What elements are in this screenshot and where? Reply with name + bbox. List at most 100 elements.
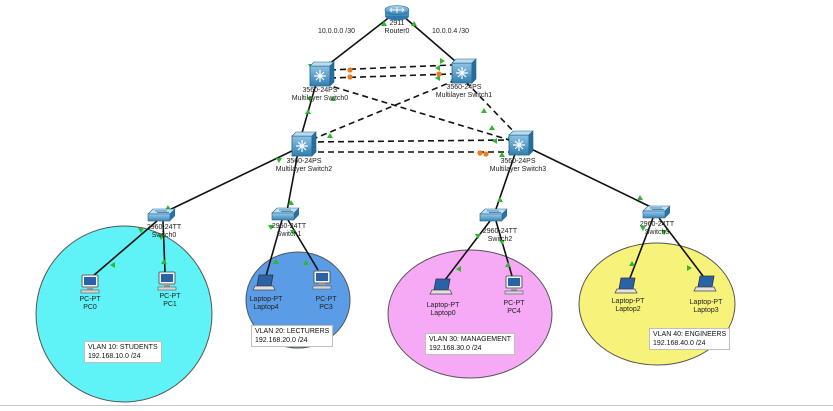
link-up-marker bbox=[492, 138, 497, 144]
link-up-marker bbox=[629, 261, 635, 266]
laptop3-icon bbox=[693, 275, 717, 292]
vlan-students-subnet: 192.168.10.0 /24 bbox=[88, 353, 141, 360]
link-up-marker bbox=[138, 228, 144, 233]
switch0-icon bbox=[147, 208, 176, 222]
link-up-marker bbox=[640, 226, 646, 231]
vlan-management-name: VLAN 30: MANAGEMENT bbox=[429, 336, 512, 343]
mls3-model: 3560-24PS bbox=[500, 158, 536, 165]
vlan-lecturers-subnet: 192.168.20.0 /24 bbox=[255, 337, 308, 344]
vlan-students-name: VLAN 10: STUDENTS bbox=[88, 344, 158, 351]
link-blocked-marker bbox=[347, 67, 353, 73]
multilayer-switch0-icon bbox=[309, 61, 335, 87]
laptop3-model: Laptop-PT bbox=[689, 299, 723, 306]
mls0-label: 3560-24PS Multilayer Switch0 bbox=[280, 87, 360, 103]
pc1-icon bbox=[157, 271, 177, 291]
switch3-label: 2960-24TT Switch3 bbox=[627, 221, 687, 237]
laptop0-model: Laptop-PT bbox=[426, 302, 460, 309]
laptop4-icon bbox=[252, 274, 276, 291]
router0-icon bbox=[384, 5, 410, 21]
link-up-marker bbox=[307, 97, 313, 102]
vlan-engineers-note: VLAN 40: ENGINEERS 192.168.40.0 /24 bbox=[649, 328, 731, 350]
canvas-bottom-border bbox=[0, 405, 833, 406]
laptop3-name: Laptop3 bbox=[693, 307, 719, 314]
link-up-marker bbox=[288, 200, 294, 205]
laptop2-icon bbox=[614, 277, 638, 294]
link-blocked-marker bbox=[436, 71, 442, 77]
multilayer-switch2-icon bbox=[291, 131, 317, 157]
switch3-model: 2960-24TT bbox=[639, 221, 675, 228]
link-mls2-mls3-a bbox=[307, 139, 513, 143]
link-blocked-marker bbox=[347, 74, 353, 80]
pc4-icon bbox=[504, 275, 524, 295]
switch2-model: 2960-24TT bbox=[482, 228, 518, 235]
switch2-label: 2960-24TT Switch2 bbox=[470, 228, 530, 244]
link-up-marker bbox=[499, 240, 505, 245]
vlan-engineers-subnet: 192.168.40.0 /24 bbox=[653, 340, 706, 347]
link-label-router-left: 10.0.0.0 /30 bbox=[318, 28, 355, 35]
switch2-name: Switch2 bbox=[487, 236, 513, 243]
link-up-marker bbox=[161, 259, 167, 264]
laptop2-name: Laptop2 bbox=[615, 306, 641, 313]
laptop4-name: Laptop4 bbox=[253, 304, 279, 311]
pc3-name: PC3 bbox=[319, 304, 333, 311]
dashed-links bbox=[305, 64, 519, 153]
pc0-name: PC0 bbox=[83, 304, 97, 311]
vlan-management-note: VLAN 30: MANAGEMENT 192.168.30.0 /24 bbox=[425, 333, 516, 355]
mls2-label: 3560-24PS Multilayer Switch2 bbox=[264, 158, 344, 174]
solid-links bbox=[92, 15, 704, 281]
mls2-name: Multilayer Switch2 bbox=[275, 166, 333, 173]
switch1-label: 2960-24TT Switch1 bbox=[259, 223, 319, 239]
switch1-name: Switch1 bbox=[276, 231, 302, 238]
laptop2-model: Laptop-PT bbox=[611, 298, 645, 305]
link-sw3-laptop3 bbox=[658, 217, 704, 277]
laptop2-label: Laptop-PT Laptop2 bbox=[603, 298, 653, 314]
link-sw1-laptop4 bbox=[265, 219, 283, 277]
mls3-label: 3560-24PS Multilayer Switch3 bbox=[478, 158, 558, 174]
pc0-label: PC-PT PC0 bbox=[70, 296, 110, 312]
link-blocked-marker bbox=[477, 150, 483, 156]
mls1-label: 3560-24PS Multilayer Switch1 bbox=[424, 84, 504, 100]
link-up-marker bbox=[440, 58, 445, 64]
pc1-label: PC-PT PC1 bbox=[150, 293, 190, 309]
mls1-name: Multilayer Switch1 bbox=[435, 92, 493, 99]
link-up-marker bbox=[303, 260, 309, 265]
vlan-management-subnet: 192.168.30.0 /24 bbox=[429, 345, 482, 352]
link-mls1-mls2 bbox=[305, 79, 457, 143]
link-mls1-mls3 bbox=[465, 81, 519, 137]
router0-name: Router0 bbox=[384, 28, 410, 35]
vlan-lecturers-note: VLAN 20: LECTURERS 192.168.20.0 /24 bbox=[251, 325, 334, 347]
link-up-marker bbox=[687, 265, 692, 271]
switch1-icon bbox=[271, 207, 300, 221]
port-markers bbox=[110, 21, 692, 272]
link-up-marker bbox=[305, 109, 311, 114]
vlan-lecturers-name: VLAN 20: LECTURERS bbox=[255, 328, 330, 335]
pc3-model: PC-PT bbox=[315, 296, 337, 303]
pc4-name: PC4 bbox=[507, 308, 521, 315]
link-up-marker bbox=[290, 230, 296, 235]
switch3-icon bbox=[642, 205, 671, 219]
link-up-marker bbox=[273, 259, 279, 264]
switch0-name: Switch0 bbox=[151, 232, 177, 239]
laptop3-label: Laptop-PT Laptop3 bbox=[681, 299, 731, 315]
laptop4-label: Laptop-PT Laptop4 bbox=[241, 296, 291, 312]
link-sw3-laptop2 bbox=[629, 217, 654, 279]
mls3-name: Multilayer Switch3 bbox=[489, 166, 547, 173]
switch1-model: 2960-24TT bbox=[271, 223, 307, 230]
switch0-model: 2960-24TT bbox=[146, 224, 182, 231]
link-label-router-right: 10.0.0.4 /30 bbox=[432, 28, 469, 35]
link-up-marker bbox=[481, 108, 487, 113]
link-sw0-pc0 bbox=[92, 220, 158, 277]
switch3-name: Switch3 bbox=[644, 229, 670, 236]
mls2-model: 3560-24PS bbox=[286, 158, 322, 165]
link-up-marker bbox=[637, 195, 643, 200]
router0-model: 2911 bbox=[389, 20, 405, 27]
pc1-name: PC1 bbox=[163, 301, 177, 308]
link-up-marker bbox=[505, 262, 511, 267]
pc1-model: PC-PT bbox=[159, 293, 181, 300]
vlan-students-area bbox=[35, 225, 213, 403]
link-up-marker bbox=[475, 234, 481, 239]
link-up-marker bbox=[456, 266, 461, 272]
link-up-marker bbox=[489, 125, 495, 130]
mls1-model: 3560-24PS bbox=[446, 84, 482, 91]
